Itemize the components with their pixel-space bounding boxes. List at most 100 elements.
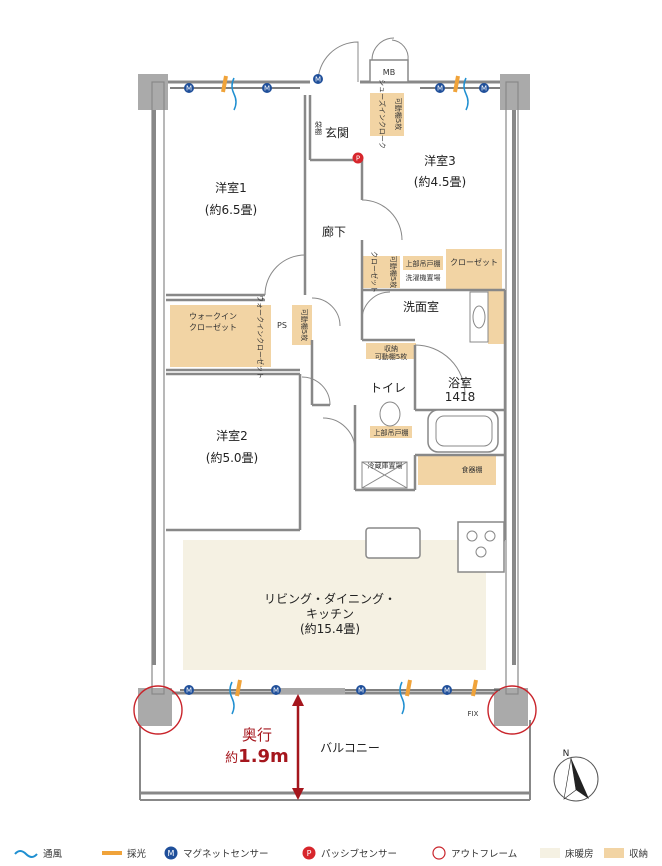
wic1-storage [170, 305, 241, 367]
wic1-line1: ウォークイン [189, 312, 237, 321]
stove-burner-2 [484, 530, 496, 542]
magnet-sensor-icon: M [271, 685, 281, 695]
interior-doors [264, 199, 466, 451]
vanity-sink [469, 291, 489, 343]
western1-size: (約6.5畳) [205, 202, 257, 217]
washer-space-label: 洗濯機置場 [406, 273, 441, 282]
svg-text:M: M [315, 76, 321, 84]
entrance-door [317, 41, 359, 83]
bathtub [427, 409, 499, 453]
entrance-label: 玄関 [325, 125, 349, 140]
mb-door [371, 37, 395, 61]
shoes-closet-storage [370, 93, 404, 136]
magnet-sensor-legend-icon: M [164, 846, 178, 860]
magnet-sensor-icon: M [435, 83, 445, 93]
mb-label: MB [383, 68, 395, 77]
dish-label: 食器棚 [462, 465, 483, 474]
svg-text:M: M [444, 687, 450, 695]
hallway-label: 廊下 [322, 224, 346, 239]
north-compass-icon: N [553, 749, 599, 802]
daylight-icon [102, 851, 122, 855]
fridge-space [361, 461, 408, 489]
svg-text:M: M [273, 687, 279, 695]
storage-shelf [366, 343, 416, 359]
toilet-upper-label: 上部吊戸棚 [374, 428, 409, 437]
washroom-label: 洗面室 [403, 299, 439, 314]
hall-shelf-label: 可動棚5枚 [389, 256, 398, 288]
washroom-shelf-storage [292, 305, 312, 345]
stove-burner-1 [466, 530, 478, 542]
balcony-sliding-window [280, 688, 345, 694]
hall-closet-storage [362, 256, 400, 288]
outframe-circle-left [133, 685, 183, 735]
bathroom-size: 1418 [445, 390, 476, 404]
magnet-sensor-icon: M [479, 83, 489, 93]
shoes-closet-label: シューズインクローク [378, 79, 387, 149]
ldk-line2: キッチン [306, 607, 354, 621]
magnet-sensor-icon: M [442, 685, 452, 695]
storage-label: 収納 [384, 344, 398, 353]
depth-arrow [292, 694, 304, 800]
washroom-vanity-storage [488, 290, 504, 344]
bathroom-name: 浴室 [448, 375, 472, 390]
legend-magnet-sensor: M マグネットセンサー [164, 846, 269, 860]
bathtub-inner [435, 415, 493, 447]
svg-text:M: M [264, 85, 270, 93]
boots-label: 袋棚 [314, 121, 323, 135]
western2-size: (約5.0畳) [206, 450, 258, 465]
svg-text:P: P [356, 155, 360, 163]
svg-text:M: M [168, 849, 175, 858]
closet3-label: クローゼット [450, 257, 498, 267]
upper-cabinet-storage [403, 256, 443, 270]
outframe-legend-icon [432, 846, 446, 860]
storage-shelf-label: 可動棚5枚 [375, 352, 407, 361]
legend-daylight: 採光 [102, 846, 146, 860]
magnet-sensor-icon: M [356, 685, 366, 695]
svg-text:M: M [186, 687, 192, 695]
magnet-sensors: M M M M M M M M M [184, 74, 489, 695]
svg-text:M: M [437, 85, 443, 93]
balcony-label: バルコニー [320, 741, 380, 755]
toilet-bowl [379, 401, 401, 427]
magnet-sensor-icon: M [313, 74, 323, 84]
kitchen-sink [365, 527, 421, 559]
upper-cabinet-label: 上部吊戸棚 [406, 259, 441, 268]
legend-floor-heating: 床暖房 [540, 846, 594, 860]
svg-text:M: M [186, 85, 192, 93]
fridge-label: 冷蔵庫置場 [368, 461, 403, 470]
legend: 通風 採光 M マグネットセンサー P パッシブセンサー アウトフレーム 床暖房… [14, 846, 654, 864]
boots-cabinet [418, 455, 496, 485]
magnet-sensor-icon: M [184, 83, 194, 93]
fix-label: FIX [468, 710, 479, 718]
western3-size: (約4.5畳) [414, 174, 466, 189]
magnet-sensor-icon: M [184, 685, 194, 695]
wic2-label: ウォークインクローゼット [256, 295, 265, 379]
western3-name: 洋室3 [424, 153, 456, 168]
wic1-line2: クローゼット [189, 322, 237, 332]
ps-label: PS [277, 321, 287, 330]
passive-sensor-icon: P [352, 152, 364, 164]
mb-door-2 [391, 39, 409, 61]
western1-name: 洋室1 [215, 180, 247, 195]
hall-closet-label: クローゼット [370, 251, 379, 293]
closet3-storage [446, 249, 502, 289]
wic2-storage [241, 305, 271, 367]
toilet-upper-cabinet [370, 426, 412, 438]
legend-storage: 収納 [604, 846, 648, 860]
column-top-left [138, 74, 168, 110]
wic-shelf-label: 可動棚5枚 [300, 309, 309, 341]
svg-text:P: P [307, 849, 312, 858]
ldk-floor-heating-area-upper [183, 540, 355, 550]
column-balcony-right [505, 81, 519, 695]
svg-text:M: M [358, 687, 364, 695]
depth-value: 約1.9m [225, 746, 289, 767]
outframe-circle-right [487, 685, 537, 735]
passive-sensor-legend-icon: P [302, 846, 316, 860]
vanity-basin [472, 305, 486, 329]
shoes-shelf-label: 可動棚5枚 [394, 98, 403, 130]
vent-light-marks [221, 75, 478, 715]
western2-name: 洋室2 [216, 428, 248, 443]
floor-heating-swatch [540, 848, 560, 858]
column-top-right [500, 74, 530, 110]
